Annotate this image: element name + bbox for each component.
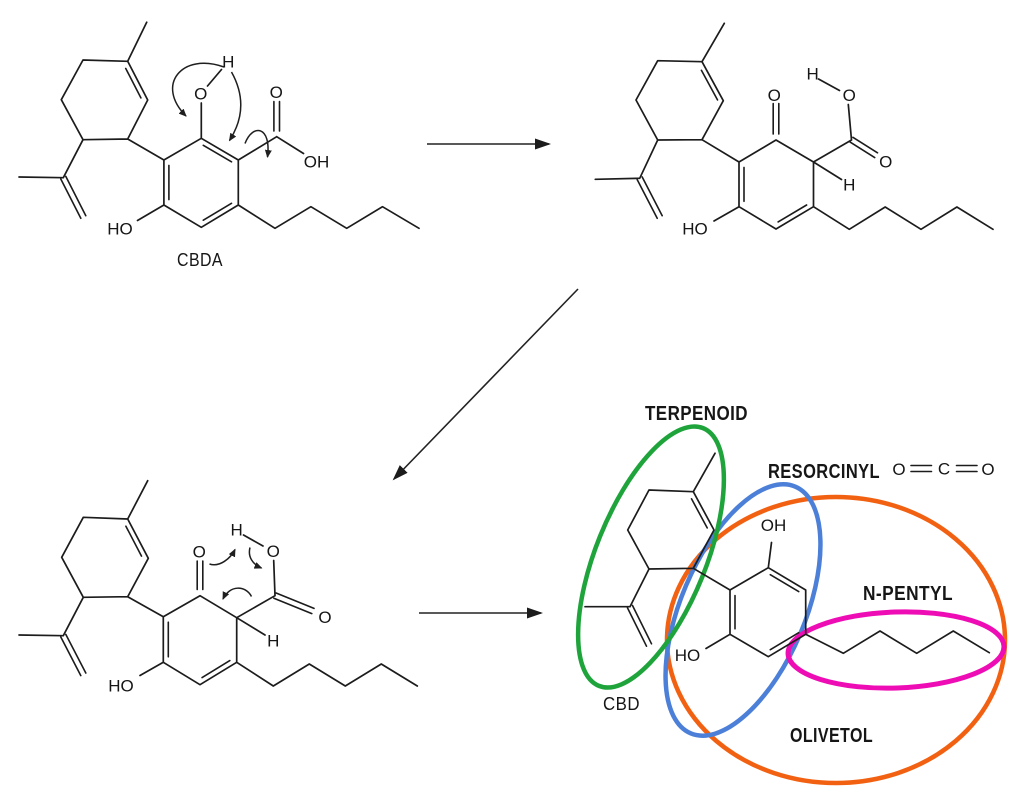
cbda-carbonyl-o-label: O xyxy=(270,83,283,102)
intermediate-top-ho-label: HO xyxy=(682,219,708,238)
curved-arrow-ketone-to-h xyxy=(209,548,236,566)
n-pentyl-ellipse xyxy=(785,609,1007,691)
terpenoid-label: TERPENOID xyxy=(645,403,748,425)
cbd-double-bond-lines xyxy=(626,498,800,651)
molecule-keto-intermediate-top: H O O O H HO xyxy=(594,22,994,238)
intermediate-bottom-mechanism-arrows xyxy=(209,547,263,600)
intermediate-bottom-ring-h-label: H xyxy=(267,632,279,651)
intermediate-bottom-acid-h-label: H xyxy=(231,520,243,539)
intermediate-bottom-carbonyl-o-label: O xyxy=(318,608,331,627)
reaction-arrow-step2-diagonal xyxy=(392,288,579,481)
curved-arrow-oh-to-ring xyxy=(171,62,225,117)
cbda-double-bond-lines xyxy=(60,67,281,221)
molecule-keto-intermediate-bottom: H O O O H HO xyxy=(18,479,419,696)
co2-right-o-label: O xyxy=(981,460,994,479)
cbda-name-label: CBDA xyxy=(177,250,223,270)
molecule-cbda: H O O OH HO CBDA xyxy=(18,21,420,270)
olivetol-label: OLIVETOL xyxy=(790,725,873,747)
cbda-skeleton-bonds xyxy=(18,21,420,230)
co2-double-bond-lines xyxy=(910,464,978,473)
reaction-arrows xyxy=(392,138,579,619)
intermediate-top-ketone-o-label: O xyxy=(768,86,781,105)
cbd-skeleton-bonds xyxy=(584,452,991,658)
intermediate-bottom-acid-o-label: O xyxy=(267,542,280,561)
intermediate-bottom-skeleton-bonds xyxy=(18,479,419,687)
cbd-name-label: CBD xyxy=(603,694,640,714)
co2-left-o-label: O xyxy=(892,460,905,479)
cbda-phenol-h-label: H xyxy=(222,53,234,72)
curved-arrow-h-to-o xyxy=(248,547,263,569)
molecule-co2: O C O xyxy=(892,460,994,480)
intermediate-top-acid-o-label: O xyxy=(843,86,856,105)
intermediate-top-skeleton-bonds xyxy=(594,22,994,231)
intermediate-top-carbonyl-o-label: O xyxy=(879,153,892,172)
resorcinyl-label: RESORCINYL xyxy=(768,461,880,483)
intermediate-bottom-ho-label: HO xyxy=(108,677,134,696)
intermediate-bottom-double-bond-lines xyxy=(60,525,315,679)
curved-arrow-h-to-carbon xyxy=(228,71,242,142)
intermediate-top-acid-h-label: H xyxy=(807,64,819,83)
co2-c-label: C xyxy=(938,460,950,479)
intermediate-bottom-ketone-o-label: O xyxy=(193,543,206,562)
cbd-bottom-ho-label: HO xyxy=(675,646,701,665)
cbd-top-oh-label: OH xyxy=(761,516,787,535)
cbda-phenol-ho-label: HO xyxy=(107,219,133,238)
n-pentyl-label: N-PENTYL xyxy=(863,583,953,605)
cbda-phenol-o-label: O xyxy=(194,84,207,103)
cbda-carboxyl-oh-label: OH xyxy=(304,153,330,172)
cbda-mechanism-arrows xyxy=(171,62,272,158)
terpenoid-ellipse xyxy=(575,424,727,690)
intermediate-top-ring-h-label: H xyxy=(843,175,855,194)
curved-arrow-carboxyl xyxy=(244,129,272,158)
intermediate-top-double-bond-lines xyxy=(636,69,879,223)
molecule-cbd: OH HO CBD TERPENOID RESORCINYL N-PENTYL … xyxy=(575,403,1008,786)
curved-arrow-cc-cleavage xyxy=(222,587,253,600)
